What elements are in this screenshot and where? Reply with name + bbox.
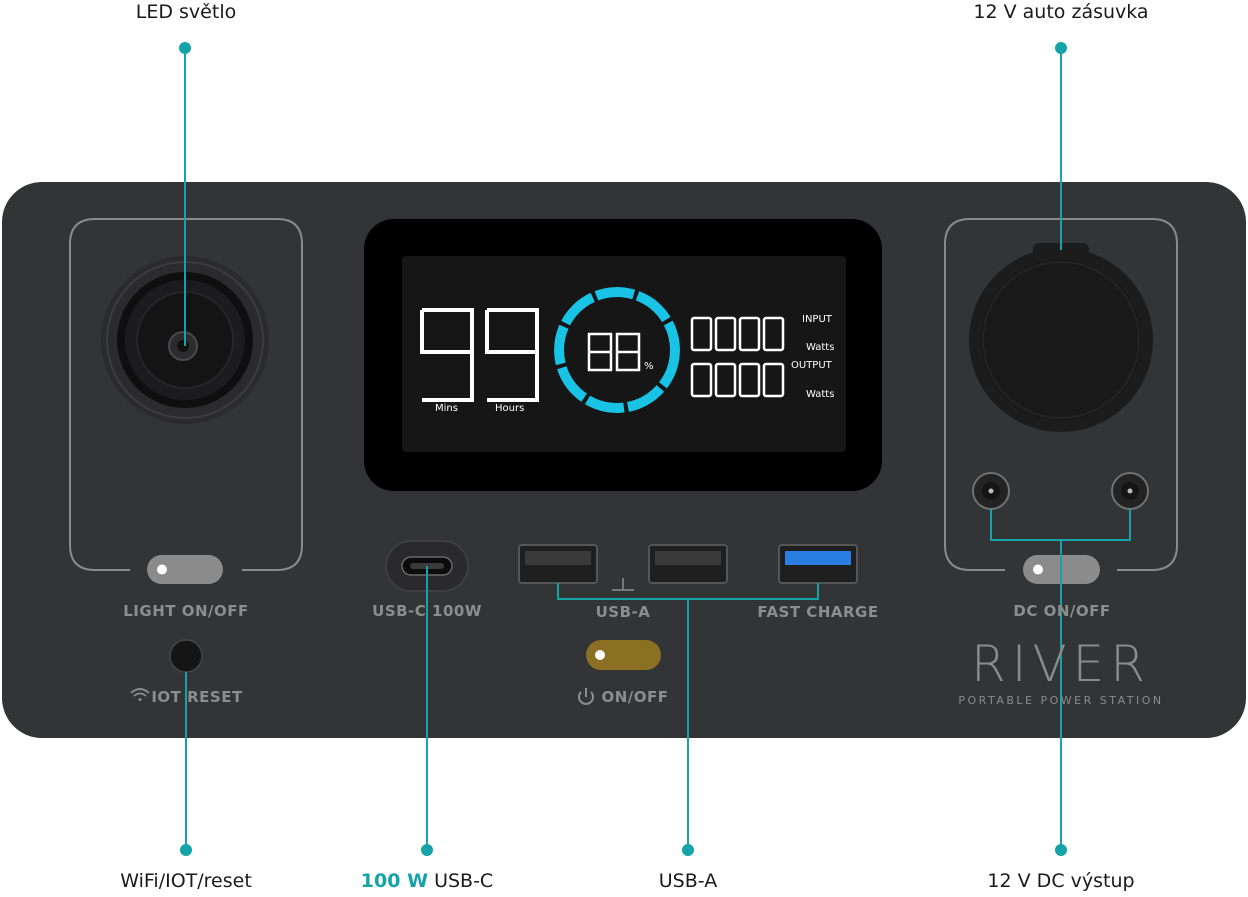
lcd-percent-sign: %	[644, 361, 654, 372]
time-digits	[420, 308, 539, 402]
light-switch-label: LIGHT ON/OFF	[123, 602, 249, 620]
callout-usbc: 100 W USB-C	[361, 870, 493, 892]
callout-car-socket: 12 V auto zásuvka	[973, 1, 1149, 23]
light-switch	[147, 555, 223, 584]
callout-led-light: LED světlo	[135, 1, 237, 23]
dc-switch-label: DC ON/OFF	[1013, 602, 1111, 620]
usba-port-1	[518, 544, 598, 584]
brand-tagline: PORTABLE POWER STATION	[958, 694, 1164, 707]
dc-port-left	[972, 472, 1010, 510]
battery-ring	[552, 285, 682, 415]
lcd-input-watts: Watts	[806, 342, 835, 353]
lcd-output-watts: Watts	[806, 389, 835, 400]
dc-port-right	[1111, 472, 1149, 510]
lcd-input-label: INPUT	[802, 314, 832, 325]
percent-digits	[587, 332, 641, 372]
power-switch	[586, 640, 661, 670]
power-switch-label: ON/OFF	[601, 688, 669, 706]
lcd-screen	[402, 256, 846, 452]
usba-fast-charge-port	[778, 544, 858, 584]
callout-wifi-reset: WiFi/IOT/reset	[120, 870, 252, 892]
callout-dc-out: 12 V DC výstup	[987, 870, 1135, 892]
power-icon	[578, 688, 594, 705]
lcd-mins-label: Mins	[435, 403, 458, 414]
lcd-output-label: OUTPUT	[791, 360, 832, 371]
iot-reset-button	[169, 639, 203, 673]
lcd-hours-label: Hours	[495, 403, 525, 414]
iot-reset-label: IOT RESET	[151, 688, 243, 706]
callout-line-usba	[557, 583, 819, 850]
usba-port-label: USB-A	[595, 603, 651, 621]
usbc-port-label: USB-C 100W	[372, 602, 482, 620]
brand-logo: RIVER PORTABLE POWER STATION	[945, 636, 1177, 707]
wifi-icon	[130, 688, 150, 701]
callout-usbc-power: 100 W	[360, 870, 429, 892]
input-digits	[690, 316, 785, 352]
callout-usba: USB-A	[658, 870, 718, 892]
output-digits	[690, 362, 785, 398]
usba-port-2	[648, 544, 728, 584]
fast-charge-label: FAST CHARGE	[757, 603, 879, 621]
callout-usbc-label: USB-C	[434, 870, 494, 892]
callout-line-dc	[990, 509, 1131, 850]
brand-name: RIVER	[970, 635, 1152, 693]
